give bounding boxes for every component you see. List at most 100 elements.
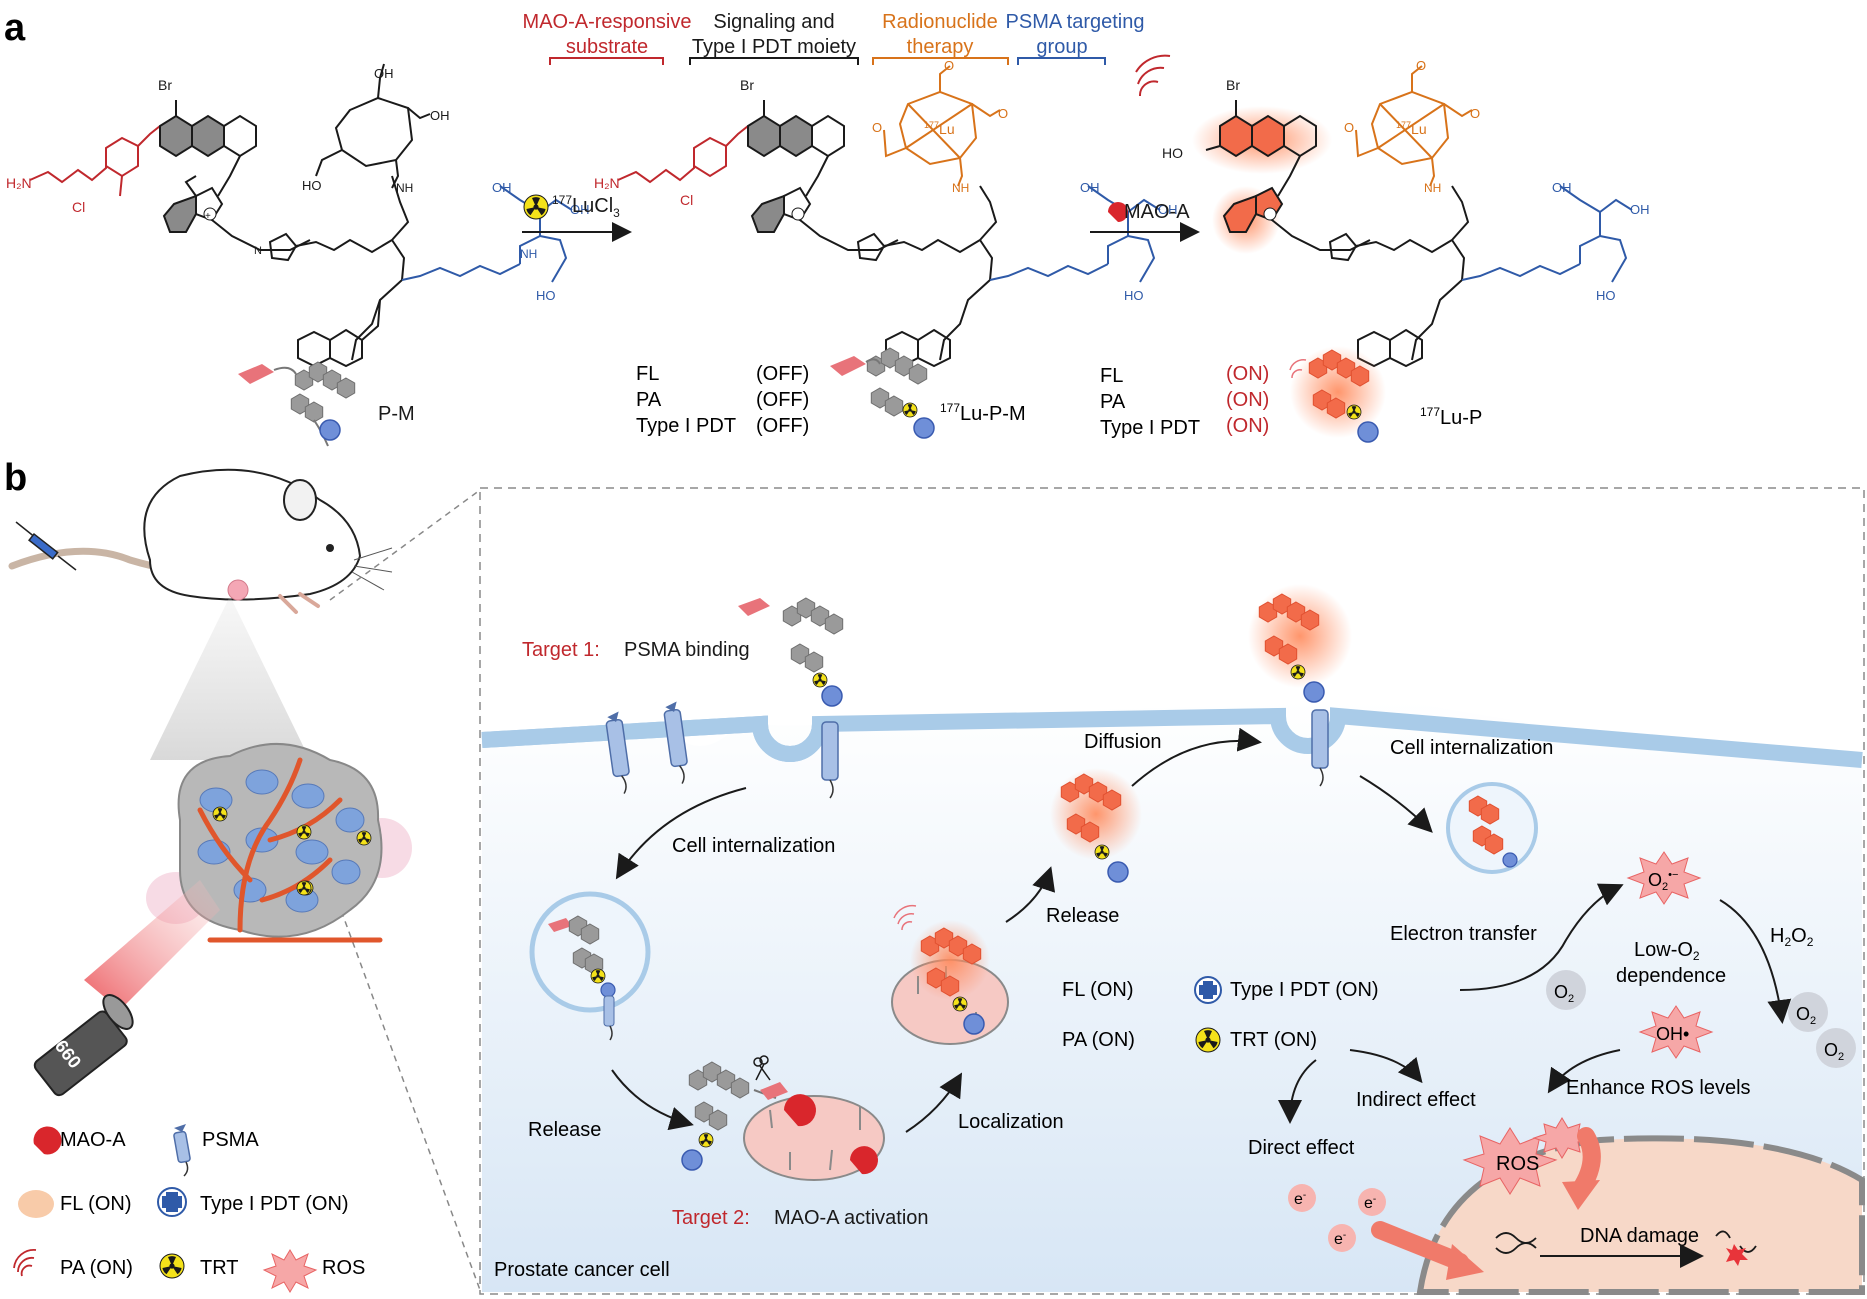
compound-name-177lu-p-m: 177Lu-P-M xyxy=(940,401,1026,425)
state-value: (ON) xyxy=(1226,389,1269,411)
dna-damage: DNA damage xyxy=(1580,1225,1699,1247)
h2n-label: H₂N xyxy=(594,175,620,191)
hydroxyl-burst xyxy=(1638,1005,1714,1059)
dota-lu-complex xyxy=(1355,65,1473,187)
oh-label: OH xyxy=(492,180,512,195)
state-label: FL xyxy=(636,363,659,385)
moiety-header-radionuclide: Radionuclide therapy xyxy=(872,11,1009,65)
maoa-substrate-fragment xyxy=(617,125,749,184)
o2-bubble xyxy=(1546,970,1586,1010)
low-o2-line1: Low-O2 xyxy=(1634,939,1700,963)
o2-label: O2 xyxy=(1796,1004,1816,1027)
h2o2-label: H2O2 xyxy=(1770,925,1814,949)
arrow-electron-transfer xyxy=(1459,883,1624,991)
arrow-direct xyxy=(1278,1059,1317,1124)
dota-lu-complex xyxy=(883,65,1001,187)
nh-label: NH xyxy=(952,181,969,195)
moiety-label-line1: Radionuclide xyxy=(882,11,998,33)
tumor-illustration xyxy=(146,742,412,943)
state-value: (OFF) xyxy=(756,363,809,385)
nh-label: NH xyxy=(396,181,413,195)
oh-label: OH xyxy=(1630,202,1650,217)
receptor-icon xyxy=(173,1124,191,1177)
superoxide-label: O2•− xyxy=(1648,869,1678,893)
wave-icon xyxy=(1135,54,1171,97)
burst-icon xyxy=(262,1249,318,1293)
cartoon-177lu-p xyxy=(1289,346,1386,443)
arrow-localization xyxy=(905,1072,963,1133)
state-label: Type I PDT xyxy=(1100,417,1200,439)
oh-label: OH xyxy=(1158,202,1178,217)
cartoon-p-m xyxy=(238,361,356,447)
br-label: Br xyxy=(740,77,754,93)
fl-on: FL (ON) xyxy=(1062,979,1133,1001)
moiety-header-psma: PSMA targeting group xyxy=(1006,11,1145,65)
panel-b-label: b xyxy=(4,457,27,499)
o-label: O xyxy=(1344,120,1354,135)
legend-label: Type I PDT (ON) xyxy=(200,1193,349,1215)
bracket xyxy=(689,57,859,65)
o2-label: O2 xyxy=(1554,982,1574,1005)
arrow-internalization-2 xyxy=(1359,775,1433,833)
scissors-icon xyxy=(753,1055,771,1081)
electrons: e- e- e- xyxy=(1288,1184,1386,1252)
state-value: (ON) xyxy=(1226,415,1269,437)
state-list-on: FL (ON) PA (ON) Type I PDT (ON) xyxy=(1100,363,1269,439)
mitochondrion-middle xyxy=(891,904,1009,1045)
psma-receptors xyxy=(605,701,1329,799)
arrow-release-2 xyxy=(1005,866,1056,923)
state-label: PA xyxy=(1100,391,1126,413)
triazole-linker xyxy=(1328,185,1470,361)
moiety-label-line2: substrate xyxy=(566,36,648,58)
oh-label: OH xyxy=(430,108,450,123)
laser-device: 660 xyxy=(33,880,220,1097)
nh-label: NH xyxy=(1424,181,1441,195)
o-label: O xyxy=(872,120,882,135)
state-list-off: FL (OFF) PA (OFF) Type I PDT (OFF) xyxy=(636,363,809,437)
arrow-indirect xyxy=(1349,1049,1423,1084)
o2-bubble xyxy=(1788,992,1828,1032)
moiety-label-line2: group xyxy=(1036,36,1087,58)
state-label: Type I PDT xyxy=(636,415,736,437)
compound-name-177lu-p: 177Lu-P xyxy=(1420,405,1482,429)
state-value: (ON) xyxy=(1226,363,1269,385)
moiety-label-line1: PSMA targeting xyxy=(1006,11,1145,33)
state-label: PA xyxy=(636,389,662,411)
indirect-effect: Indirect effect xyxy=(1356,1089,1476,1111)
svg-text:+: + xyxy=(205,211,211,222)
legend-label: PSMA xyxy=(202,1129,259,1151)
naphthyl-group xyxy=(297,299,381,368)
localization: Localization xyxy=(958,1111,1064,1133)
oh-label: OH xyxy=(1080,180,1100,195)
radiation-icon xyxy=(523,194,549,220)
structure-177lu-p: HO Br O O O 177Lu NH xyxy=(1135,54,1650,368)
substrate-tag xyxy=(238,364,274,384)
ho-label: HO xyxy=(536,288,556,303)
compound-name-p-m: P-M xyxy=(378,403,415,425)
arrow-release-1 xyxy=(611,1069,694,1131)
legend-label: ROS xyxy=(322,1257,365,1279)
xanthene-core xyxy=(159,100,257,197)
cl-label: Cl xyxy=(72,199,85,215)
o-label: O xyxy=(944,58,954,73)
ho-label: HO xyxy=(1596,288,1616,303)
dna-broken-icon xyxy=(1715,1230,1757,1253)
structure-p-m: H₂N Cl Br + N xyxy=(6,63,590,368)
damage-spark xyxy=(1726,1244,1748,1266)
mouse-illustration xyxy=(8,468,393,614)
release-2: Release xyxy=(1046,905,1119,927)
ho-label: HO xyxy=(1162,145,1183,161)
target1-text: PSMA binding xyxy=(624,639,750,661)
plus-circle-icon xyxy=(157,1187,187,1217)
o-label: O xyxy=(998,106,1008,121)
xanthene-core xyxy=(747,100,845,197)
cl-label: Cl xyxy=(680,192,693,208)
dna-intact-icon xyxy=(1495,1232,1537,1254)
moiety-label-line1: Signaling and xyxy=(713,11,834,33)
diffusion: Diffusion xyxy=(1084,731,1161,753)
triazole-linker xyxy=(268,175,410,361)
triazole-linker xyxy=(856,185,998,361)
moiety-label-line2: therapy xyxy=(907,36,974,58)
probe-activated-membrane xyxy=(1248,584,1352,703)
